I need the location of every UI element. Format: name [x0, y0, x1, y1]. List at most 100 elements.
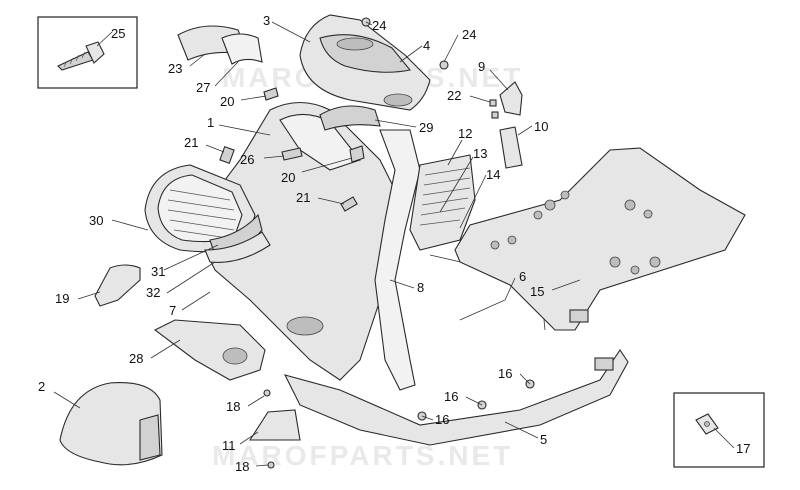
leader-5: [504, 421, 539, 439]
leader-31: [163, 244, 219, 271]
mat-hole-7: [630, 265, 640, 275]
callout-29: 29: [419, 120, 433, 135]
leader-24b: [443, 34, 459, 63]
mat-hole-3: [533, 210, 543, 220]
clip-21a: [219, 146, 235, 164]
leader-7: [181, 291, 211, 311]
callout-20a: 20: [220, 94, 234, 109]
screw-25-thread: [63, 51, 86, 68]
bracket-9: [499, 81, 523, 116]
leader-3: [271, 21, 311, 43]
leader-14: [459, 174, 487, 229]
callout-4: 4: [423, 38, 430, 53]
mat-hole-5: [643, 209, 653, 219]
callout-16c: 16: [435, 412, 449, 427]
callout-23: 23: [168, 61, 182, 76]
leader-1: [218, 124, 271, 136]
callout-12: 12: [458, 126, 472, 141]
clip-box-frame: [673, 392, 765, 468]
headlight-cover: [299, 14, 431, 111]
leader-23: [189, 53, 206, 67]
screw-25-shank: [57, 51, 94, 71]
part-5-sill: [283, 349, 629, 446]
part-15-mat: [454, 147, 746, 331]
callout-2: 2: [38, 379, 45, 394]
part-23-27-flaps: [177, 25, 263, 65]
leader-22: [469, 95, 491, 103]
leader-29: [374, 119, 417, 128]
screw-box: [37, 16, 138, 89]
callout-25: 25: [111, 26, 125, 41]
screw-22b: [491, 111, 499, 119]
callout-28: 28: [129, 351, 143, 366]
callout-21a: 21: [184, 135, 198, 150]
screw-18b: [267, 461, 275, 469]
mat-hole-4: [624, 199, 636, 211]
mat-tab: [569, 309, 589, 323]
part-28-opening: [222, 347, 248, 365]
screw-26: [281, 147, 303, 161]
leader-28: [150, 339, 181, 359]
part-4-opening: [336, 37, 374, 51]
leader-20a: [240, 95, 267, 101]
leader-12: [447, 139, 463, 166]
callout-19: 19: [55, 291, 69, 306]
mat-hole-2: [560, 190, 570, 200]
leader-30: [111, 219, 149, 231]
leader-9: [489, 69, 509, 91]
screw-25-head: [85, 41, 105, 64]
clip-21b: [340, 196, 358, 212]
leader-10: [517, 125, 533, 136]
screw-18a: [263, 389, 271, 397]
part-5-tab: [594, 357, 614, 371]
callout-18b: 18: [235, 459, 249, 474]
part-27: [221, 33, 263, 65]
callout-10: 10: [534, 119, 548, 134]
mat-hole-6: [609, 256, 621, 268]
leader-18b: [255, 464, 269, 467]
front-shield: [199, 102, 401, 381]
leader-21b: [317, 197, 345, 205]
leader-8: [389, 279, 415, 289]
leader-20b: [301, 157, 353, 173]
callout-21b: 21: [296, 190, 310, 205]
callout-31: 31: [151, 264, 165, 279]
part-19: [94, 264, 141, 307]
callout-14: 14: [486, 167, 500, 182]
callout-9: 9: [478, 59, 485, 74]
callout-11: 11: [222, 438, 236, 453]
callout-22: 22: [447, 88, 461, 103]
mat-hole-1: [544, 199, 556, 211]
part-12-panel: [409, 154, 476, 251]
bracket-9-22: [489, 81, 523, 119]
callout-26: 26: [240, 152, 254, 167]
part-2-bracket: [139, 414, 161, 461]
leader-15: [551, 279, 581, 291]
part-2-mudguard: [59, 382, 163, 466]
leader-16a: [519, 373, 531, 385]
callout-27: 27: [196, 80, 210, 95]
leader-27: [214, 61, 239, 87]
part-30-lens-lines: [167, 189, 237, 239]
callout-labels: 25 3 24 24 4 23 9 27 22 20 10 1 29 12 21…: [38, 13, 750, 474]
leader-2: [53, 391, 81, 409]
part-3-mount: [383, 93, 413, 107]
callout-17: 17: [736, 441, 750, 456]
headlight-lens: [144, 164, 271, 263]
callout-24b: 24: [462, 27, 476, 42]
frame-rails: [374, 129, 546, 391]
leader-6: [459, 277, 516, 321]
callout-7: 7: [169, 303, 176, 318]
part-32: [204, 231, 271, 263]
callout-16a: 16: [498, 366, 512, 381]
part-11: [248, 409, 301, 441]
part-10: [499, 126, 523, 169]
part-13-grille: [419, 167, 471, 226]
callout-6: 6: [519, 269, 526, 284]
callout-20b: 20: [281, 170, 295, 185]
leader-4: [399, 45, 423, 63]
callout-5: 5: [540, 432, 547, 447]
leader-17: [713, 427, 735, 449]
